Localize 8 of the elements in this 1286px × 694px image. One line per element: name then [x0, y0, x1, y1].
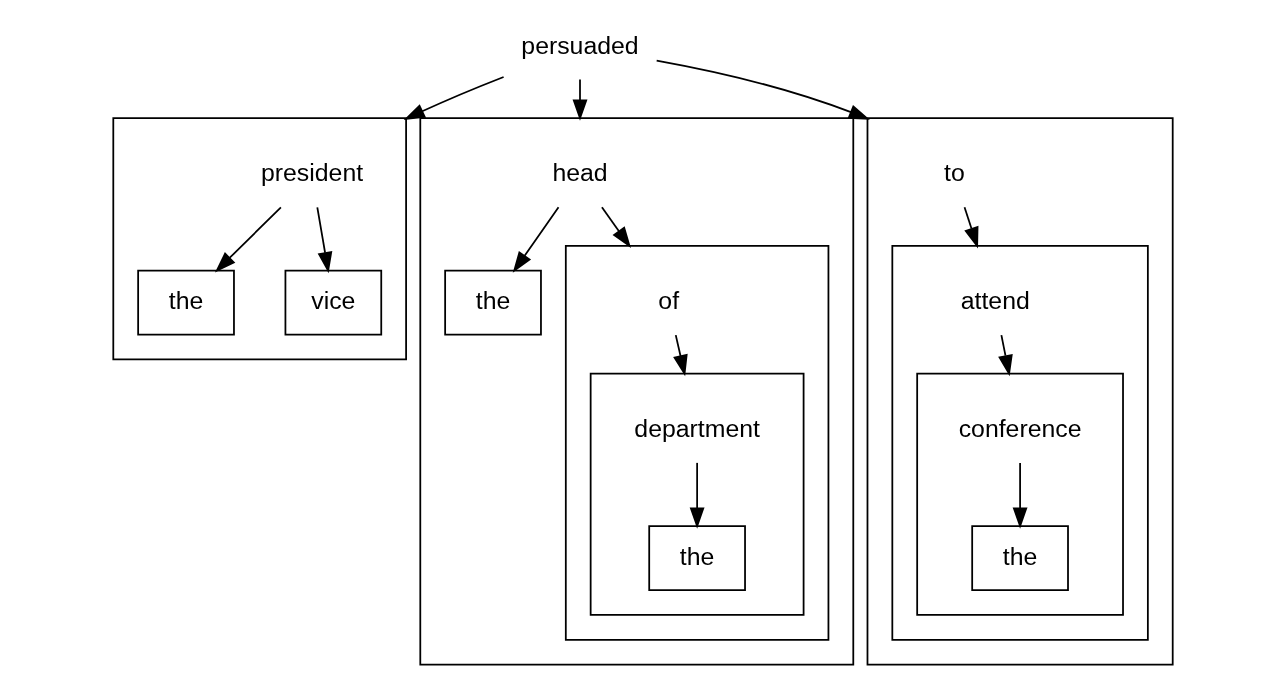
node-text: president: [260, 159, 364, 187]
node-text: department: [634, 414, 760, 442]
node-text: of: [658, 287, 680, 315]
node-text: head: [552, 159, 608, 187]
node-text: conference: [958, 414, 1082, 442]
node-text: attend: [960, 287, 1030, 315]
node-text: to: [944, 159, 965, 187]
node-text: persuaded: [521, 31, 639, 59]
